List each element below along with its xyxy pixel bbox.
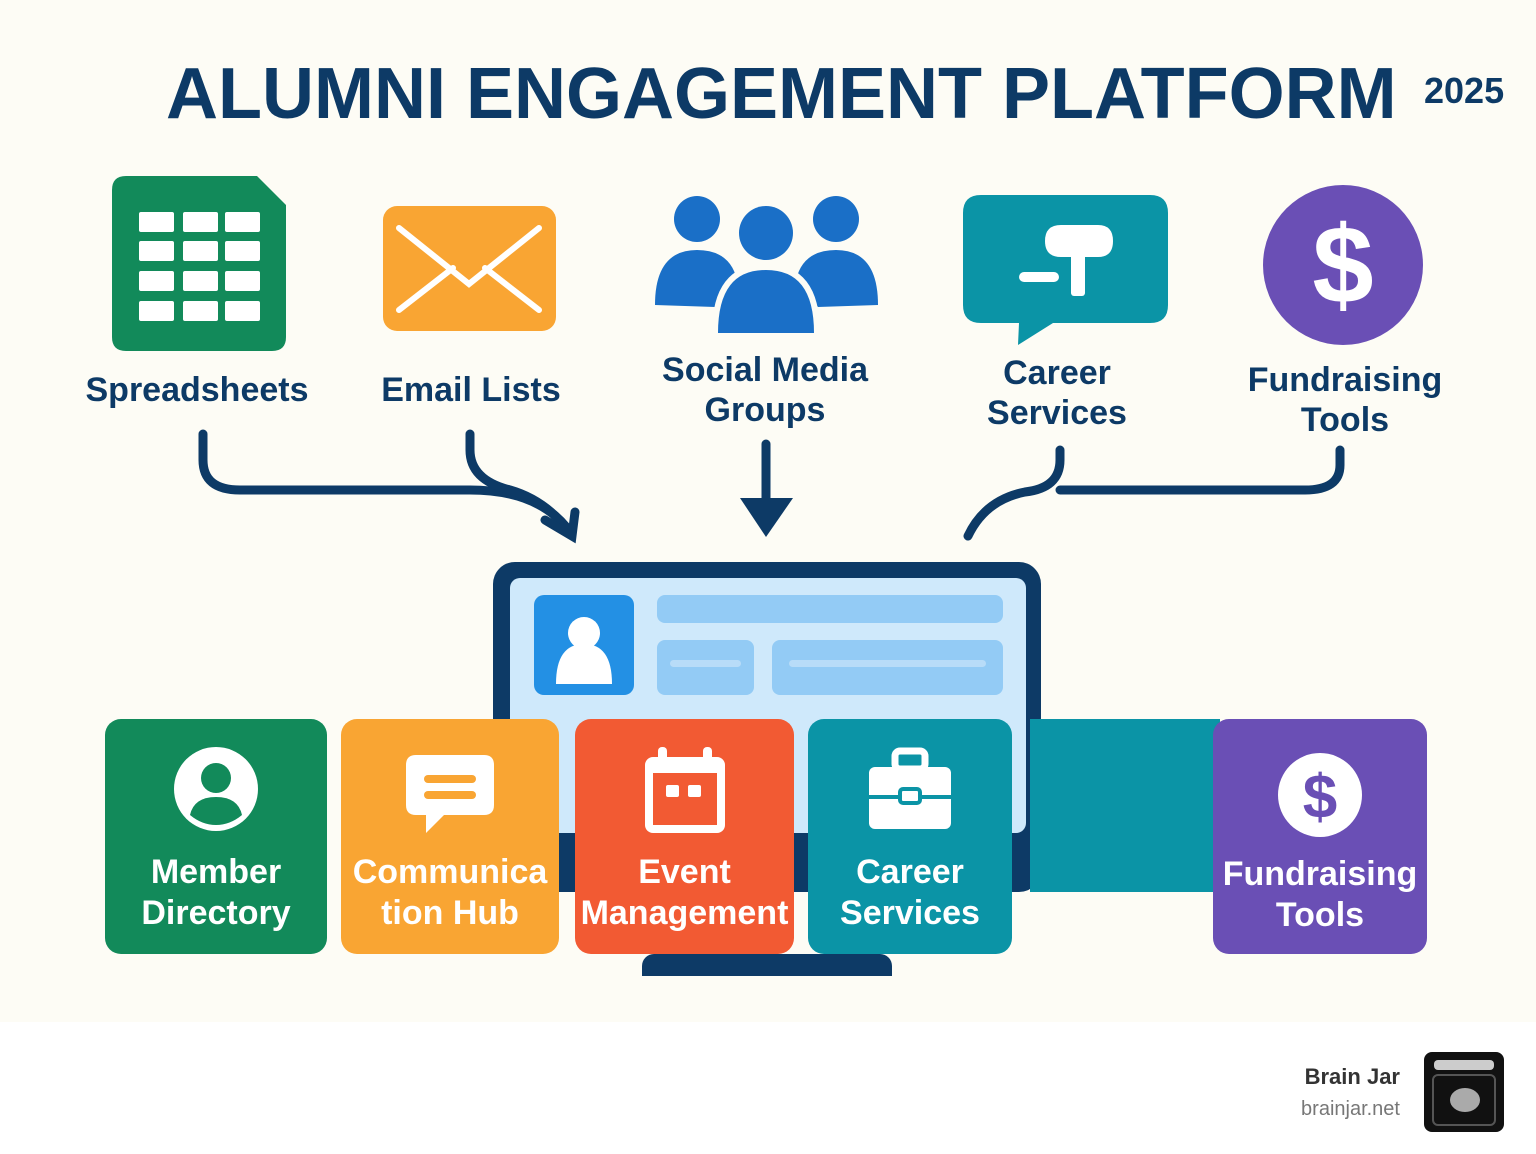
user-circle-icon [174,747,258,831]
brand-logo [1424,1052,1504,1132]
source-label-email-lists: Email Lists [381,371,561,409]
spreadsheet-icon [112,176,286,351]
svg-text:$: $ [1303,763,1337,832]
chat-icon [406,755,494,833]
user-icon [556,617,612,684]
dollar-circle-icon: $ [1278,753,1362,837]
arrow-head [540,507,580,544]
footer-brand: Brain Jar [1304,1064,1400,1089]
footer-url[interactable]: brainjar.net [1301,1098,1400,1120]
envelope-icon [383,206,556,331]
speech-bubble-icon [963,195,1168,345]
monitor-stand [642,954,892,976]
source-label-spreadsheets: Spreadsheets [85,371,309,409]
dollar-circle-icon: $ [1263,185,1423,345]
arrow-career [963,445,1065,541]
calendar-icon [644,747,725,833]
page-title: ALUMNI ENGAGEMENT PLATFORM [166,54,1397,134]
flow-arrows [198,429,1345,544]
placeholder-field [657,640,754,695]
profile-avatar [534,595,634,695]
arrow-fundraising [1055,445,1345,495]
svg-text:$: $ [1312,204,1373,327]
arrow-email [465,429,575,537]
briefcase-icon [869,747,951,829]
arrow-head [740,498,793,537]
arrow-spreadsheets [198,429,575,537]
placeholder-bar [657,595,1003,623]
teal-band [1030,719,1220,892]
people-group-icon [655,196,878,333]
year-label: 2025 [1424,70,1505,111]
placeholder-field [772,640,1003,695]
